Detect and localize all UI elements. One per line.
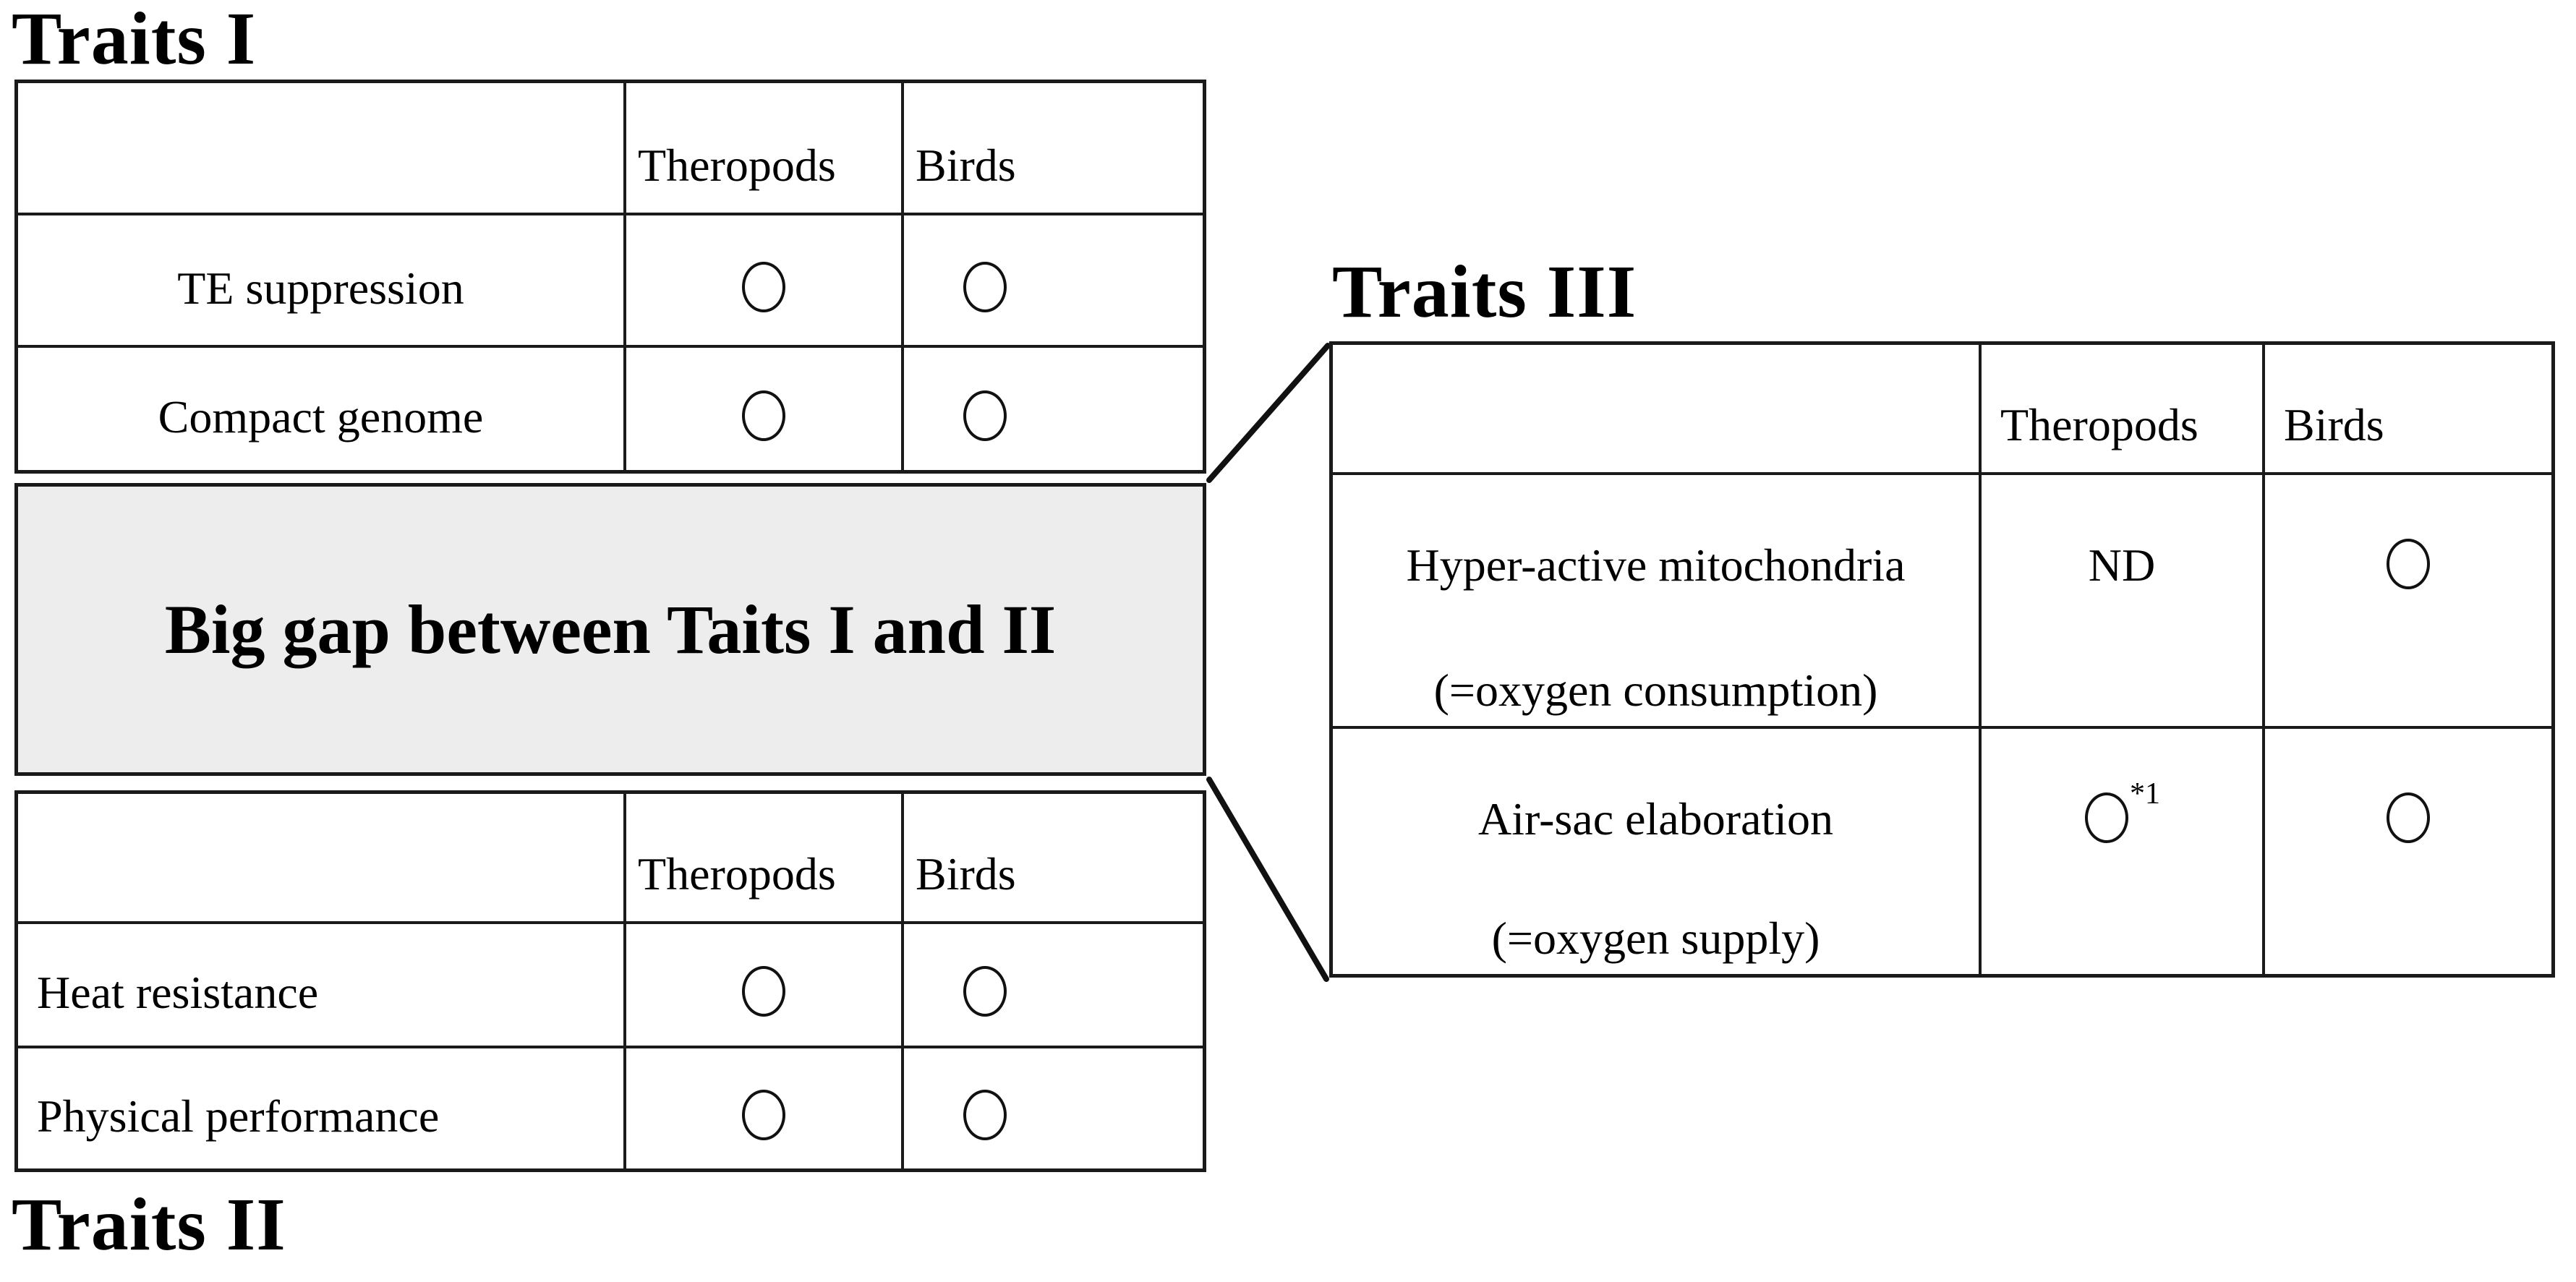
traits2-row-label: Physical performance (18, 1046, 623, 1168)
circle-icon (963, 966, 1007, 1017)
gap-box: Big gap between Taits I and II (14, 483, 1206, 776)
traits1-row-label: Compact genome (18, 345, 623, 470)
traits1-header-theropods: Theropods (623, 83, 901, 213)
traits3-row-label: Hyper-active mitochondria (=oxygen consu… (1333, 472, 1979, 726)
traits3-corner-cell (1333, 345, 1979, 472)
traits1-title: Traits I (12, 0, 257, 80)
traits2-row-label: Heat resistance (18, 921, 623, 1046)
circle-icon (963, 261, 1007, 312)
circle-icon (963, 1090, 1007, 1140)
traits1-genome-theropods-cell (623, 345, 901, 470)
traits3-mitochondria-theropods-cell: ND (1979, 472, 2262, 726)
circle-icon (2085, 792, 2128, 843)
traits1-te-theropods-cell (623, 213, 901, 345)
traits2-corner-cell (18, 794, 623, 921)
traits2-header-birds: Birds (901, 794, 1203, 921)
traits3-row-label-line2: (=oxygen consumption) (1433, 664, 1878, 716)
circle-icon (2387, 539, 2430, 589)
traits3-table: Theropods Birds Hyper-active mitochondri… (1329, 341, 2555, 978)
traits1-corner-cell (18, 83, 623, 213)
nd-value: ND (2088, 539, 2156, 591)
traits3-header-theropods: Theropods (1979, 345, 2262, 472)
circle-icon (963, 390, 1007, 441)
traits3-mitochondria-birds-cell (2262, 472, 2551, 726)
traits3-row-label-line1: Air-sac elaboration (1478, 793, 1833, 845)
traits2-table: Theropods Birds Heat resistance Physical… (14, 790, 1206, 1172)
circle-icon (742, 390, 785, 441)
traits3-title: Traits III (1332, 250, 1637, 333)
traits1-te-birds-cell (901, 213, 1203, 345)
traits1-genome-birds-cell (901, 345, 1203, 470)
traits2-heat-birds-cell (901, 921, 1203, 1046)
traits2-performance-theropods-cell (623, 1046, 901, 1168)
traits3-header-birds: Birds (2262, 345, 2551, 472)
traits3-airsac-theropods-cell: *1 (1979, 726, 2262, 974)
traits2-performance-birds-cell (901, 1046, 1203, 1168)
traits1-row-label: TE suppression (18, 213, 623, 345)
traits3-row-label-line1: Hyper-active mitochondria (1406, 539, 1906, 591)
traits2-header-theropods: Theropods (623, 794, 901, 921)
traits2-title: Traits II (12, 1183, 286, 1266)
traits1-table: Theropods Birds TE suppression Compact g… (14, 80, 1206, 474)
circle-icon (742, 1090, 785, 1140)
connector-line-bottom (1206, 777, 1329, 982)
traits3-airsac-birds-cell (2262, 726, 2551, 974)
traits1-header-birds: Birds (901, 83, 1203, 213)
circle-icon (742, 966, 785, 1017)
circle-icon (2387, 792, 2430, 843)
gap-box-text: Big gap between Taits I and II (164, 591, 1057, 668)
footnote-marker: *1 (2130, 777, 2160, 811)
traits3-row-label-line2: (=oxygen supply) (1491, 913, 1820, 964)
traits2-heat-theropods-cell (623, 921, 901, 1046)
traits3-row-label: Air-sac elaboration (=oxygen supply) (1333, 726, 1979, 974)
circle-icon (742, 261, 785, 312)
connector-line-top (1206, 343, 1331, 483)
